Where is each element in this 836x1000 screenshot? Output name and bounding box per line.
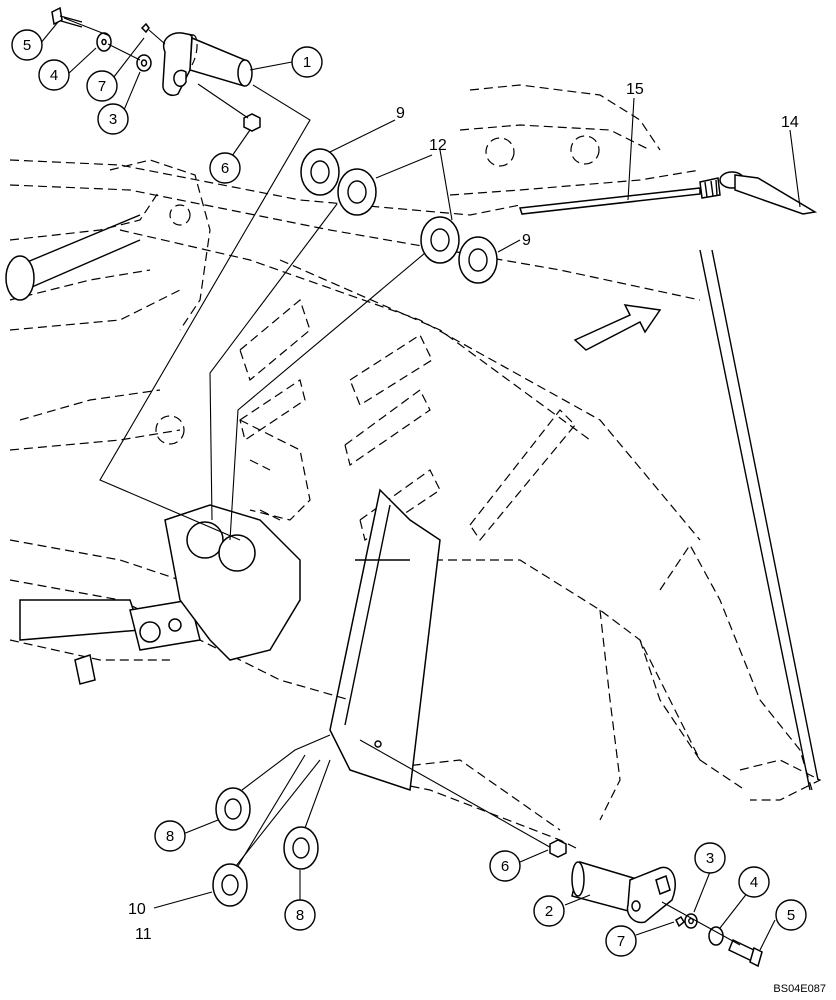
callout-5-bottom-text: 5 xyxy=(787,907,795,924)
direction-arrow xyxy=(573,304,662,351)
callout-1: 1 xyxy=(291,46,323,78)
callout-4-top-text: 4 xyxy=(50,67,58,84)
callout-8-left: 8 xyxy=(154,820,186,852)
callout-1-text: 1 xyxy=(303,54,311,71)
callout-7-bottom: 7 xyxy=(605,925,637,957)
callout-3-bottom-text: 3 xyxy=(706,850,714,867)
callout-6-top: 6 xyxy=(209,152,241,184)
callout-6-top-text: 6 xyxy=(221,160,229,177)
callout-4-bottom-text: 4 xyxy=(750,874,758,891)
pin-assembly-top xyxy=(51,6,311,541)
label-10: 10 xyxy=(128,901,146,918)
label-14: 14 xyxy=(781,114,799,131)
callout-6-bottom: 6 xyxy=(489,850,521,882)
callout-6-bottom-text: 6 xyxy=(501,858,509,875)
shims-bottom xyxy=(212,734,331,907)
shim-8-right xyxy=(283,826,319,870)
shim-12-right xyxy=(420,216,460,264)
callout-7-top: 7 xyxy=(86,70,118,102)
callout-5-top-text: 5 xyxy=(23,37,31,54)
grease-line-assembly xyxy=(518,171,818,215)
callout-7-top-text: 7 xyxy=(98,78,106,95)
callout-3-top: 3 xyxy=(97,103,129,135)
shim-12-left xyxy=(337,168,377,216)
label-9-top: 9 xyxy=(396,105,405,122)
shim-10-11 xyxy=(212,863,248,907)
shim-9-right xyxy=(458,236,498,284)
callout-8-right: 8 xyxy=(284,899,316,931)
reference-code: BS04E087 xyxy=(773,983,826,995)
shims-top xyxy=(209,148,498,541)
shim-8-left xyxy=(215,787,251,831)
callout-2: 2 xyxy=(533,895,565,927)
bucket-ear-right xyxy=(329,488,441,792)
label-15: 15 xyxy=(626,81,644,98)
shim-9-top xyxy=(300,148,340,196)
callout-5-bottom: 5 xyxy=(775,899,807,931)
pin-assembly-bottom xyxy=(359,739,763,968)
callout-leaders xyxy=(39,21,801,951)
callout-8-right-text: 8 xyxy=(296,907,304,924)
callout-3-bottom: 3 xyxy=(694,842,726,874)
callout-3-top-text: 3 xyxy=(109,111,117,128)
callout-4-top: 4 xyxy=(38,59,70,91)
label-11: 11 xyxy=(135,926,152,943)
label-9-right: 9 xyxy=(522,232,531,249)
bucket-outline xyxy=(9,159,822,851)
callout-7-bottom-text: 7 xyxy=(617,933,625,950)
callout-5-top: 5 xyxy=(11,29,43,61)
callout-4-bottom: 4 xyxy=(738,866,770,898)
callout-8-left-text: 8 xyxy=(166,828,174,845)
callout-2-text: 2 xyxy=(545,903,553,920)
label-12: 12 xyxy=(429,137,447,154)
pin-bracket-top xyxy=(449,84,701,196)
loader-arm-structure xyxy=(5,159,351,701)
